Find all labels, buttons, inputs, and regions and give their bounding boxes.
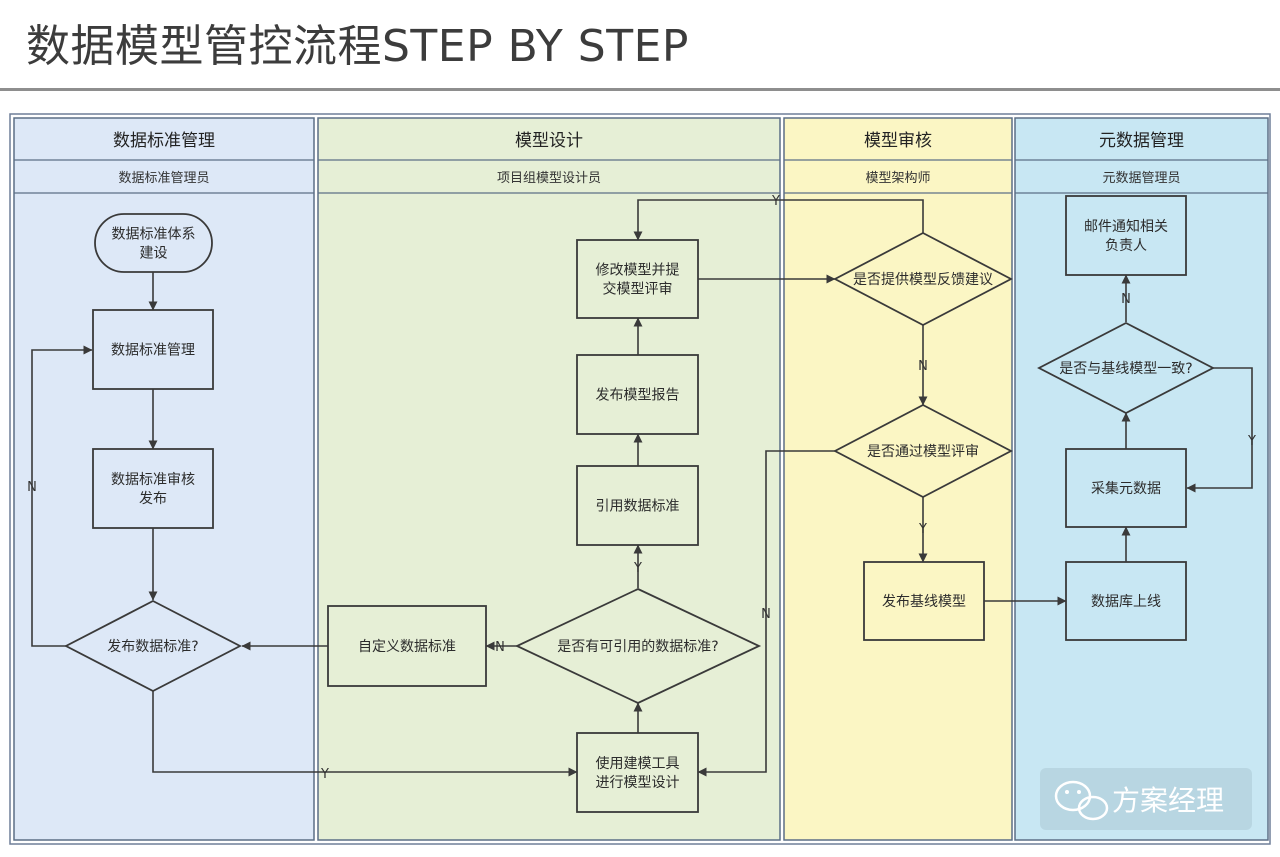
node-collect-meta: 采集元数据	[1065, 448, 1187, 528]
node-has-ref-q: 是否有可引用的数据标准?	[514, 588, 762, 704]
node-baseline-q: 是否与基线模型一致?	[1037, 321, 1215, 415]
node-label: 是否与基线模型一致?	[1059, 360, 1192, 377]
lane-title: 模型设计	[515, 131, 583, 151]
node-label: 进行模型设计	[596, 775, 680, 791]
node-label: 发布数据标准?	[107, 639, 198, 655]
node-custom-std: 自定义数据标准	[327, 605, 487, 687]
node-label: 是否提供模型反馈建议	[853, 272, 993, 288]
edges	[31, 199, 1253, 777]
swimlane-body	[1014, 117, 1269, 841]
edge-label-no: N	[918, 359, 928, 374]
node-label: 交模型评审	[603, 281, 673, 298]
edge-label-yes: Y	[918, 522, 927, 537]
lane-title: 数据标准管理	[113, 131, 215, 151]
node-feedback-q: 是否提供模型反馈建议	[833, 231, 1013, 327]
lane-role: 模型架构师	[865, 171, 930, 186]
node-std-publish-q: 发布数据标准?	[64, 599, 242, 693]
node-pub-baseline: 发布基线模型	[863, 561, 985, 641]
swimlane-body	[783, 117, 1013, 841]
watermark-text: 方案经理	[1112, 784, 1224, 817]
edge-publishq-no-to-manage	[31, 345, 93, 647]
node-std-manage: 数据标准管理	[92, 309, 214, 390]
node-db-online: 数据库上线	[1065, 561, 1187, 641]
edge-passq-no-to-tool	[697, 450, 835, 777]
edge-label-no: N	[495, 640, 505, 655]
node-label: 数据标准审核	[111, 472, 195, 488]
node-label: 采集元数据	[1091, 480, 1161, 497]
node-ref-std: 引用数据标准	[576, 465, 699, 546]
node-label: 使用建模工具	[596, 755, 680, 772]
node-label: 发布基线模型	[882, 593, 966, 610]
lane-role: 元数据管理员	[1102, 171, 1180, 186]
edge-label-yes: Y	[1247, 434, 1256, 449]
edge-label-yes: Y	[320, 767, 329, 782]
edge-label-yes: Y	[633, 561, 642, 576]
edge-label-no: N	[1121, 292, 1131, 307]
lane-role: 项目组模型设计员	[497, 171, 601, 186]
node-label: 发布模型报告	[596, 388, 680, 404]
diagram-frame	[9, 113, 1271, 845]
edge-publishq-yes-to-tool	[152, 690, 578, 777]
edge-feedbackq-yes-to-modify	[633, 199, 924, 241]
node-label: 负责人	[1105, 238, 1147, 254]
node-label: 是否有可引用的数据标准?	[557, 639, 718, 655]
edge-label-yes: Y	[771, 194, 780, 209]
swimlane-body	[13, 117, 315, 841]
node-pass-review-q: 是否通过模型评审	[833, 403, 1013, 499]
node-label: 建设	[140, 246, 168, 262]
node-label: 是否通过模型评审	[867, 444, 979, 460]
node-label: 发布	[139, 491, 167, 507]
node-label: 自定义数据标准	[358, 639, 456, 655]
node-label: 数据标准体系	[112, 227, 196, 243]
edge-label-no: N	[761, 607, 771, 622]
wechat-icon	[1054, 780, 1109, 821]
edge-baselineq-yes-to-collect	[1186, 367, 1253, 493]
node-label: 修改模型并提	[596, 263, 680, 279]
node-label: 数据标准管理	[111, 343, 195, 359]
node-label: 引用数据标准	[596, 499, 680, 515]
swimlane-body	[317, 117, 781, 841]
edge-label-no: N	[27, 480, 37, 495]
lane-title: 元数据管理	[1099, 131, 1184, 151]
title-divider	[0, 88, 1280, 91]
lane-role: 数据标准管理员	[118, 171, 209, 186]
node-label: 数据库上线	[1091, 594, 1161, 610]
watermark: 方案经理	[1040, 768, 1252, 830]
node-pub-report: 发布模型报告	[576, 354, 699, 435]
lane-title: 模型审核	[864, 131, 932, 151]
page-title: 数据模型管控流程STEP BY STEP	[26, 21, 689, 72]
node-label: 邮件通知相关	[1084, 218, 1168, 235]
